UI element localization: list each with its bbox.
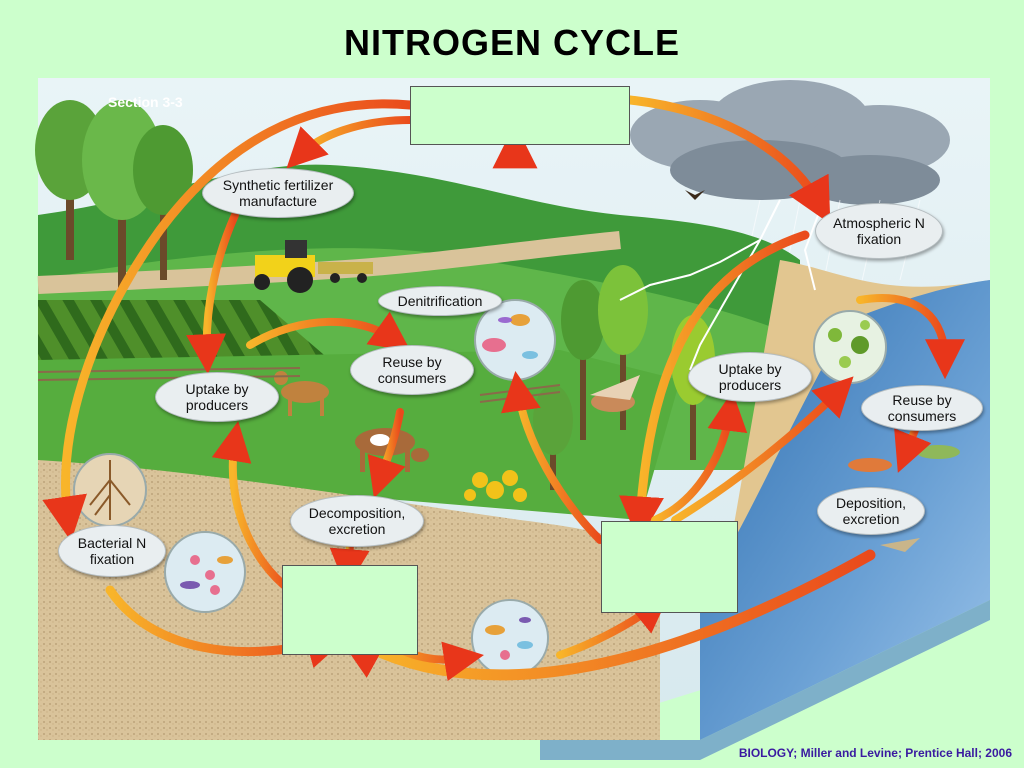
- arrow-nitrate-to-algae: [671, 376, 854, 524]
- blank-box-soil: [282, 565, 418, 655]
- section-label: Section 3-3: [108, 94, 183, 110]
- arrow-atmosphere-to-bacterial-fixation: [42, 99, 415, 542]
- arrow-deposition-to-soil: [331, 549, 876, 681]
- microbe-circle-denitrification: [474, 299, 556, 381]
- label-reuse-by-consumers-land: Reuse by consumers: [350, 345, 474, 395]
- credit-text: BIOLOGY; Miller and Levine; Prentice Hal…: [738, 746, 1012, 760]
- arrow-nitrate-to-denitrification: [501, 370, 604, 544]
- label-uptake-by-producers-land: Uptake by producers: [155, 372, 279, 422]
- label-decomposition-excretion: Decomposition, excretion: [290, 495, 424, 547]
- arrow-soil-to-uptake: [211, 421, 294, 594]
- hawk: [590, 375, 640, 412]
- flowers: [464, 470, 527, 502]
- label-uptake-by-producers-water: Uptake by producers: [688, 352, 812, 402]
- label-bacterial-n-fixation: Bacterial N fixation: [58, 525, 166, 577]
- label-atmospheric-fixation: Atmospheric N fixation: [815, 203, 943, 259]
- blank-box-nitrate: [601, 521, 738, 613]
- tractor: [254, 240, 373, 293]
- arrow-atmosphere-to-fertilizer: [286, 116, 414, 169]
- arrow-nitrate-to-uptake-water: [651, 390, 748, 524]
- label-deposition-excretion: Deposition, excretion: [817, 487, 925, 535]
- microbe-circle-soil: [471, 599, 549, 677]
- goat: [274, 371, 329, 416]
- page-title: NITROGEN CYCLE: [343, 22, 680, 63]
- label-denitrification: Denitrification: [378, 286, 502, 316]
- bird: [685, 190, 705, 200]
- label-synthetic-fertilizer: Synthetic fertilizer manufacture: [202, 168, 354, 218]
- arrow-reuse-to-decomposition: [367, 408, 406, 499]
- arrow-algae-to-reuse: [856, 294, 965, 380]
- arrow-atmosphere-to-atmospheric-fixation: [625, 95, 831, 224]
- cow: [355, 428, 429, 472]
- algae-circle: [813, 310, 887, 384]
- root-nodules-circle: [73, 453, 147, 527]
- arrow-reuse-to-deposition: [894, 426, 932, 473]
- microbe-circle-bacterial-fixation: [164, 531, 246, 613]
- arrow-fertilizer-to-uptake: [186, 211, 239, 375]
- blank-box-atmosphere: [410, 86, 630, 145]
- arrow-atmospheric-fixation-to-nitrate: [619, 230, 810, 542]
- label-reuse-by-consumers-water: Reuse by consumers: [861, 385, 983, 431]
- arrow-uptake-to-reuse: [246, 311, 411, 352]
